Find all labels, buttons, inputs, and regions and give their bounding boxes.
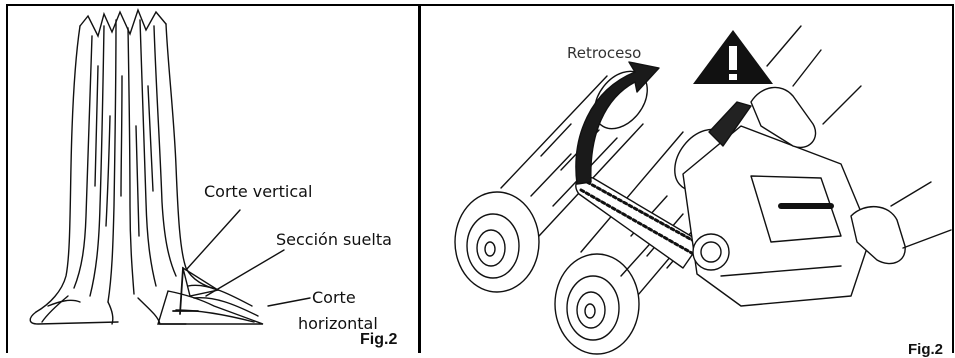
horizontal-cut-label-line1: Corte [312,288,356,307]
felling-cut-diagram-panel: Corte vertical Sección suelta Corte hori… [6,4,421,353]
tree-trunk-illustration [8,6,423,355]
kickback-label: Retroceso [567,44,641,62]
vertical-cut-label: Corte vertical [204,182,312,201]
figure-label-left: Fig.2 [360,331,397,349]
figure-label-right: Fig.2 [908,341,943,358]
warning-triangle-icon [693,30,773,84]
kickback-diagram-panel: Retroceso Fig.2 [421,4,954,353]
chainsaw-kickback-illustration [421,6,954,355]
loose-section-label: Sección suelta [276,230,392,249]
